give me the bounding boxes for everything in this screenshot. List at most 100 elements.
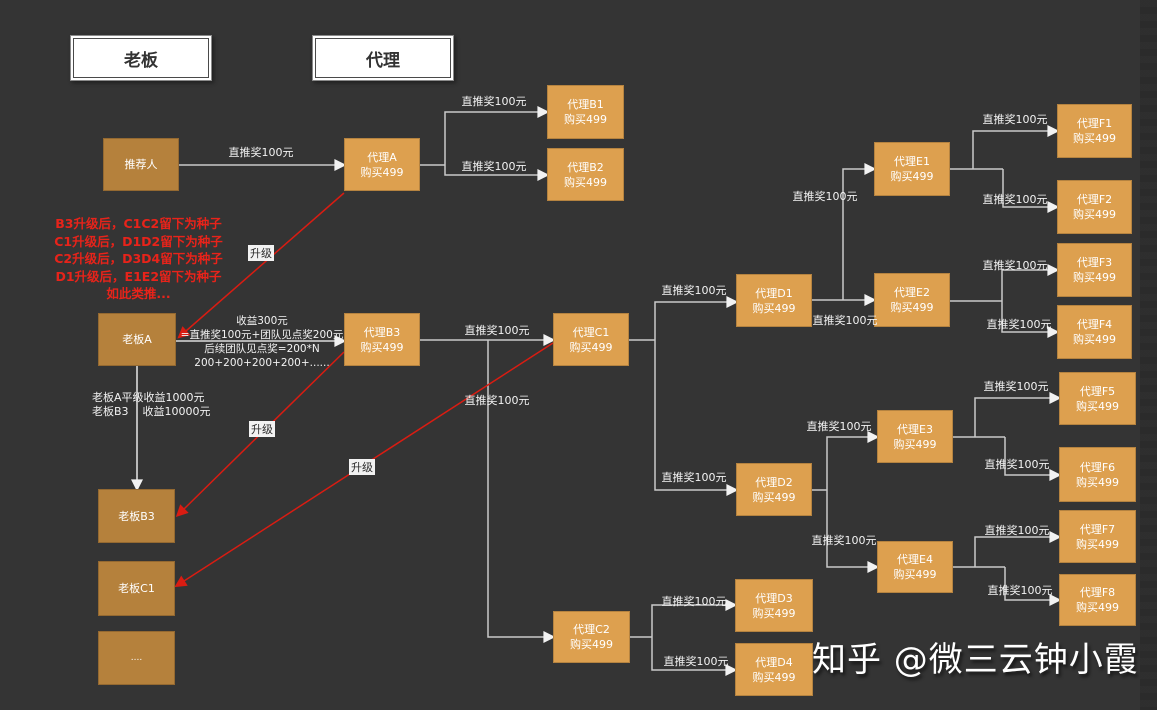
node-agent-f4: 代理F4 购买499 [1057, 305, 1132, 359]
node-agent-d2: 代理D2 购买499 [736, 463, 812, 516]
node-subtitle: 购买499 [1073, 132, 1116, 145]
edge-label: 直推奖100元 [982, 193, 1048, 206]
income-line: 后续团队见点奖=200*N [204, 343, 320, 355]
upgrade-label: 升级 [349, 459, 375, 475]
income-note: 收益300元 =直推奖100元+团队见点奖200元 后续团队见点奖=200*N … [180, 314, 344, 370]
legend-agent-label: 代理 [366, 50, 400, 71]
node-subtitle: 购买499 [564, 175, 607, 189]
node-subtitle: 购买499 [752, 301, 796, 315]
node-subtitle: 购买499 [1073, 271, 1116, 284]
seed-rule-line: C1升级后，D1D2留下为种子 [54, 233, 223, 249]
node-subtitle: 购买499 [893, 568, 937, 581]
node-agent-f2: 代理F2 购买499 [1057, 180, 1132, 234]
node-subtitle: 购买499 [893, 437, 937, 451]
node-agent-f5: 代理F5 购买499 [1059, 372, 1136, 425]
node-title: 代理C2 [573, 623, 610, 636]
node-title: 代理F6 [1079, 460, 1116, 474]
node-subtitle: 购买499 [569, 340, 613, 354]
node-subtitle: 购买499 [1076, 399, 1119, 413]
seed-rule-note: B3升级后，C1C2留下为种子 C1升级后，D1D2留下为种子 C2升级后，D3… [45, 215, 232, 303]
node-title: 代理F8 [1079, 586, 1116, 599]
node-subtitle: 购买499 [752, 490, 796, 504]
node-agent-b3: 代理B3 购买499 [344, 313, 420, 366]
edge-label: 直推奖100元 [464, 394, 530, 407]
edge-label: 直推奖100元 [661, 471, 727, 484]
node-subtitle: 购买499 [752, 670, 796, 684]
legend-agent: 代理 [312, 35, 454, 81]
zhihu-watermark: 知乎 @微三云钟小霞 [812, 640, 1139, 680]
edge-label: 直推奖100元 [792, 190, 858, 203]
node-title: 代理D4 [755, 655, 793, 669]
legend-boss-label: 老板 [124, 50, 158, 71]
node-subtitle: 购买499 [1076, 601, 1119, 614]
reward-edges [131, 106, 1062, 676]
node-agent-d1: 代理D1 购买499 [736, 274, 812, 327]
node-subtitle: 购买499 [564, 113, 607, 126]
node-subtitle: 购买499 [1073, 333, 1116, 346]
node-title: 代理E1 [894, 155, 930, 168]
edge-label: 直推奖100元 [461, 95, 527, 108]
edge-label: 直推奖100元 [983, 380, 1049, 393]
seed-rule-line: B3升级后，C1C2留下为种子 [55, 216, 222, 231]
node-title: 代理D3 [755, 591, 793, 605]
node-agent-f1: 代理F1 购买499 [1057, 104, 1132, 158]
income-line: 收益300元 [236, 315, 288, 327]
node-boss-more: .... [98, 631, 175, 685]
edge-label: 直推奖100元 [987, 584, 1053, 597]
node-subtitle: 购买499 [1076, 537, 1119, 551]
seed-rule-line: C2升级后，D3D4留下为种子 [54, 251, 223, 266]
node-subtitle: 购买499 [890, 301, 934, 314]
node-agent-a: 代理A 购买499 [344, 138, 420, 191]
node-agent-f8: 代理F8 购买499 [1059, 574, 1136, 626]
node-subtitle: 购买499 [360, 165, 404, 179]
peer-income-value: 收益10000元 [142, 404, 211, 418]
seed-rule-line: D1升级后，E1E2留下为种子 [55, 268, 222, 284]
node-referrer: 推荐人 [103, 138, 179, 191]
edge-label: 直推奖100元 [464, 324, 530, 337]
upgrade-edges [174, 192, 554, 588]
node-title: 代理D1 [755, 286, 793, 300]
edge-label: 直推奖100元 [228, 146, 294, 159]
node-subtitle: 购买499 [890, 170, 934, 183]
spacer [129, 405, 143, 419]
node-agent-f3: 代理F3 购买499 [1057, 243, 1132, 297]
node-title: 代理F5 [1079, 384, 1116, 398]
node-title: 代理B2 [567, 160, 604, 174]
node-title: 代理E3 [897, 422, 933, 436]
node-subtitle: 购买499 [752, 606, 796, 620]
node-agent-c1: 代理C1 购买499 [553, 313, 629, 366]
income-line: =直推奖100元+团队见点奖200元 [180, 329, 344, 341]
node-boss-b3: 老板B3 [98, 489, 175, 543]
node-title: 代理B3 [363, 325, 401, 339]
node-agent-b1: 代理B1 购买499 [547, 85, 624, 139]
node-subtitle: 购买499 [570, 638, 613, 651]
seed-rule-line: 如此类推... [106, 286, 171, 301]
upgrade-label: 升级 [248, 245, 274, 261]
node-title: 代理E2 [894, 286, 930, 299]
node-title: 老板A [122, 333, 152, 346]
node-agent-e1: 代理E1 购买499 [874, 142, 950, 196]
edge-label: 直推奖100元 [661, 595, 727, 608]
upgrade-label: 升级 [249, 421, 275, 437]
node-boss-c1: 老板C1 [98, 561, 175, 616]
peer-income-note: 老板A平级收益1000元 老板B3 收益10000元 [92, 391, 211, 418]
node-subtitle: 购买499 [1076, 475, 1119, 489]
node-agent-e4: 代理E4 购买499 [877, 541, 953, 593]
node-agent-f7: 代理F7 购买499 [1059, 510, 1136, 563]
node-title: .... [130, 652, 143, 663]
node-agent-e3: 代理E3 购买499 [877, 410, 953, 463]
node-agent-d3: 代理D3 购买499 [735, 579, 813, 632]
node-title: 代理C1 [572, 325, 610, 339]
node-subtitle: 购买499 [1073, 208, 1116, 221]
node-agent-f6: 代理F6 购买499 [1059, 447, 1136, 502]
node-title: 老板B3 [118, 509, 155, 523]
node-title: 代理F2 [1076, 193, 1113, 206]
edge-label: 直推奖100元 [461, 160, 527, 173]
node-title: 代理F1 [1076, 117, 1113, 130]
node-agent-e2: 代理E2 购买499 [874, 273, 950, 327]
edge-label: 直推奖100元 [661, 284, 727, 297]
peer-income-line: 老板A平级收益1000元 [92, 391, 205, 404]
right-edge-strip [1140, 0, 1157, 710]
node-agent-b2: 代理B2 购买499 [547, 148, 624, 201]
